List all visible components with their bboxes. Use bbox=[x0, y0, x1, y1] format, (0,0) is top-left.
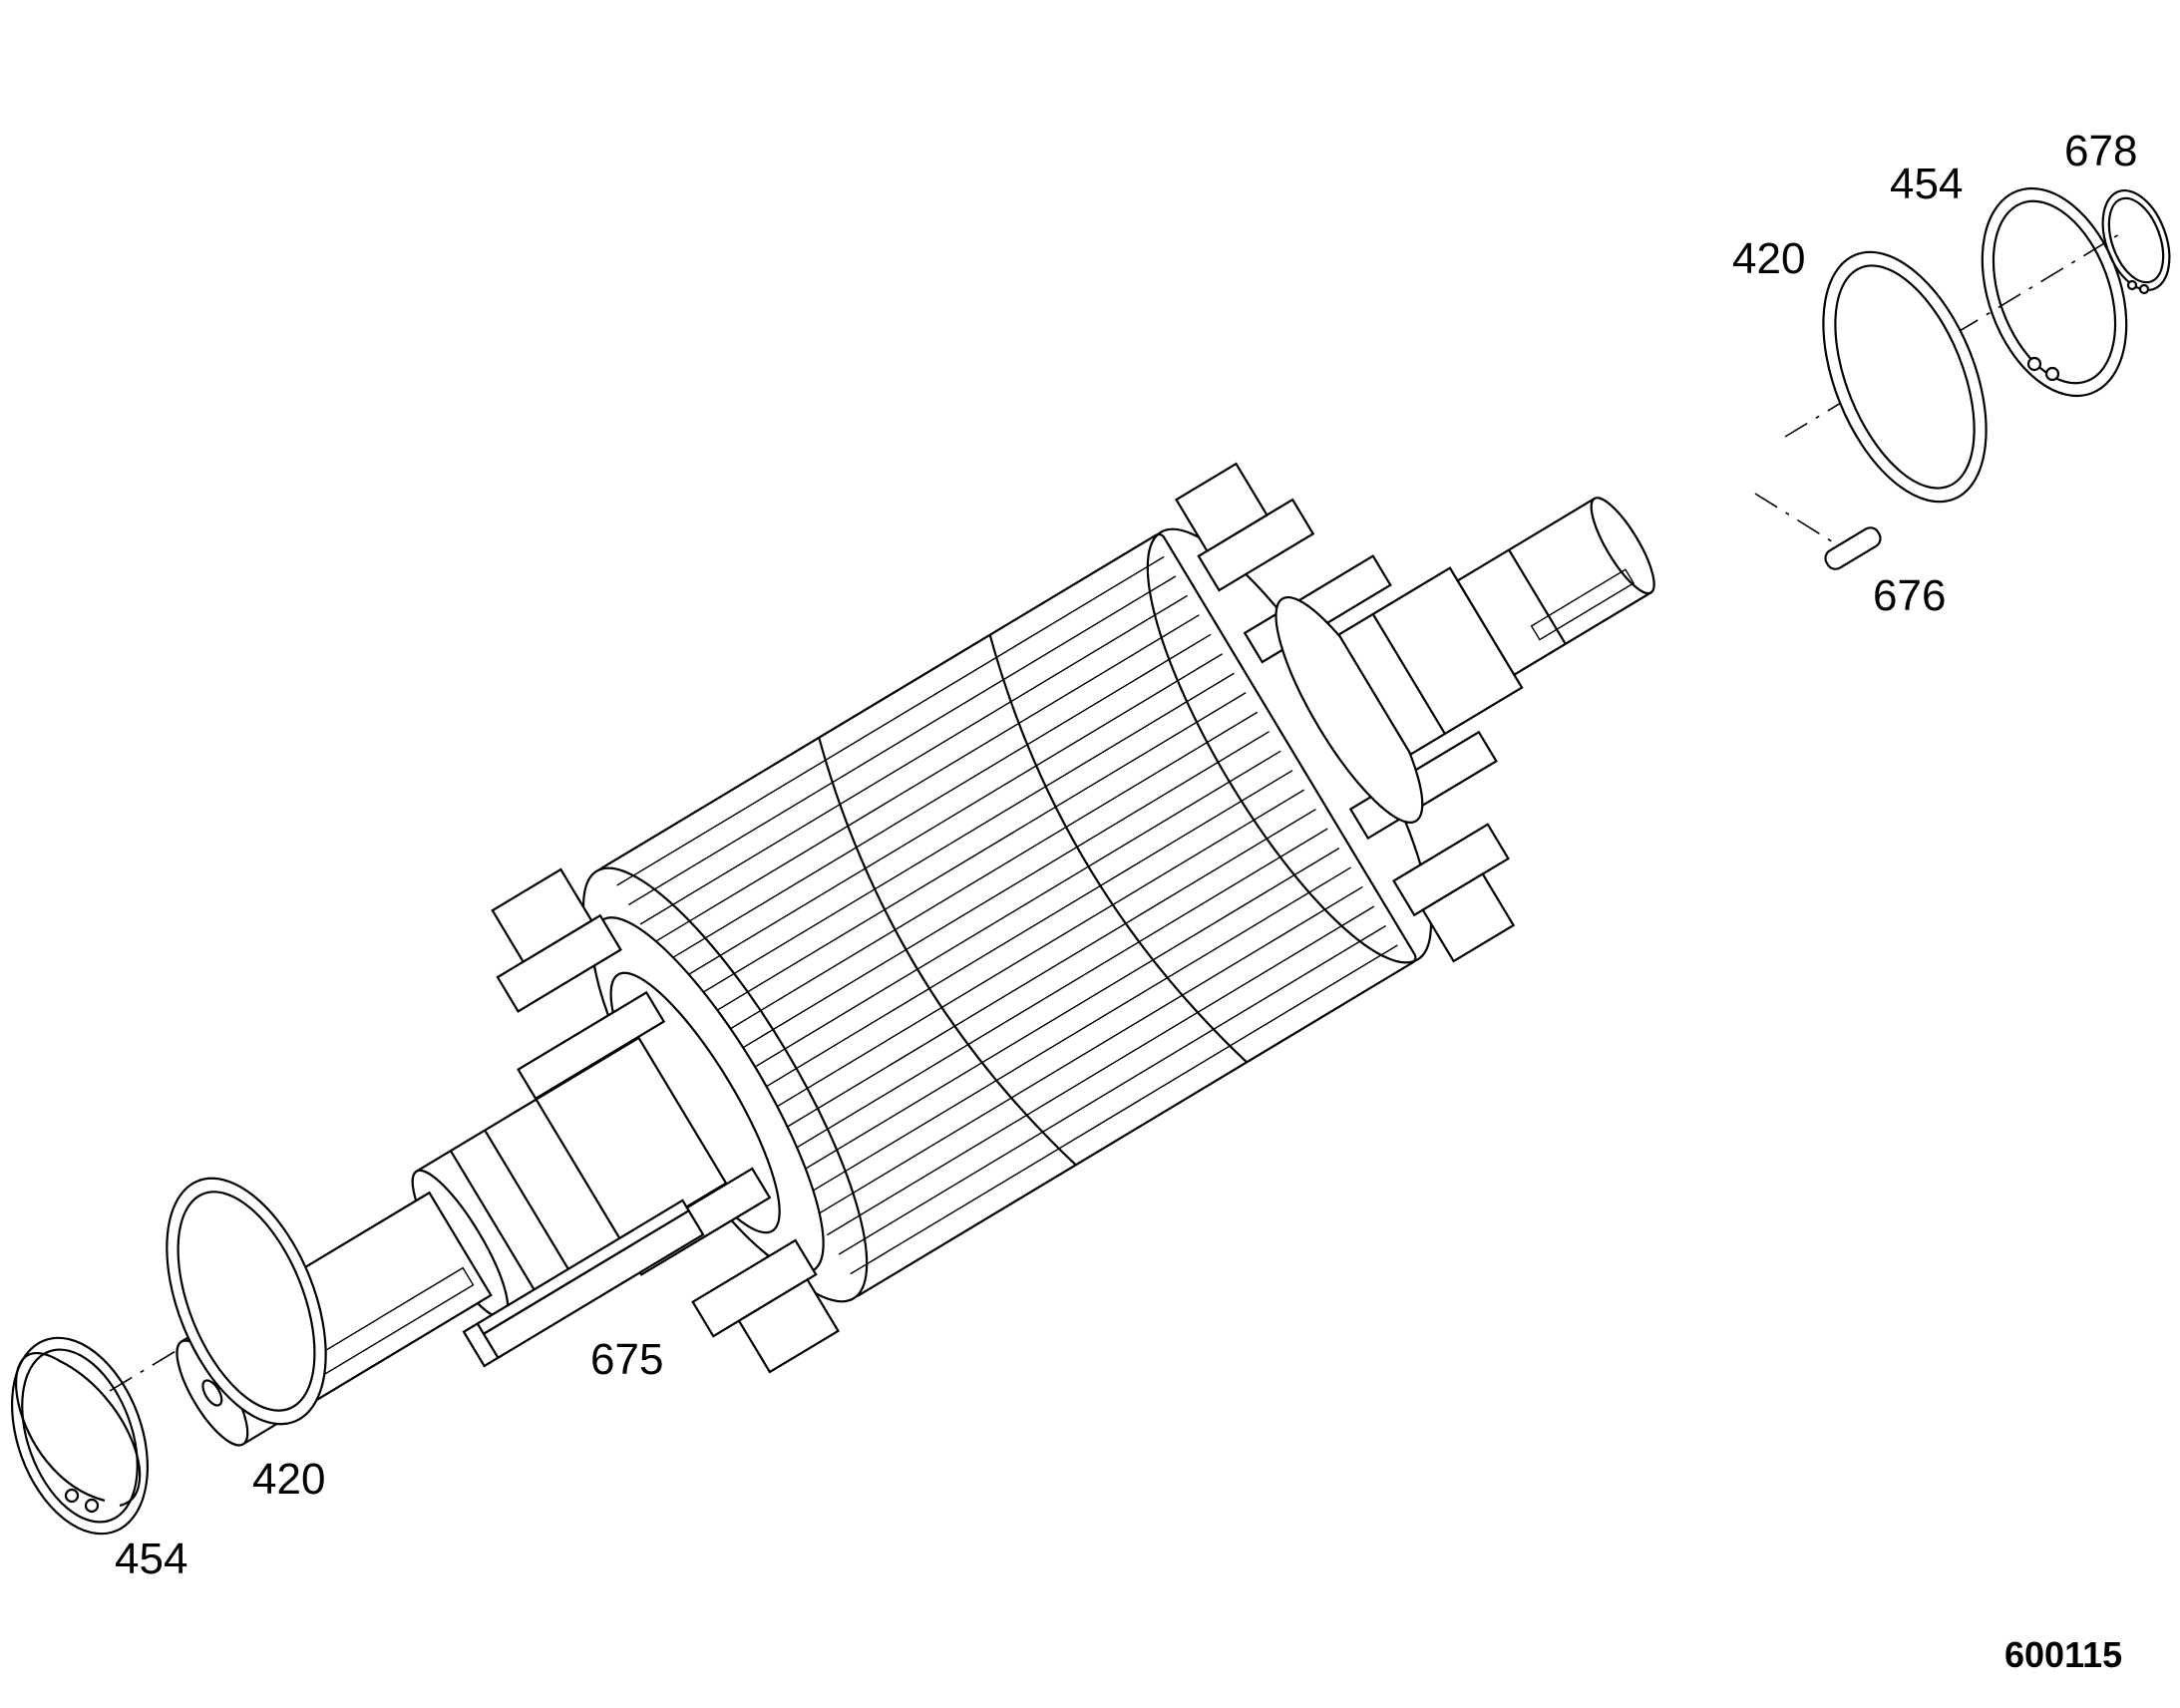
left-fan bbox=[491, 867, 840, 1374]
core-slot-line bbox=[826, 905, 1375, 1236]
core-slot-line bbox=[627, 575, 1177, 906]
core-slot-line bbox=[756, 789, 1305, 1120]
core-slot-line bbox=[791, 847, 1340, 1178]
callout-420-left: 420 bbox=[252, 1455, 326, 1504]
right-shaft bbox=[1337, 497, 1655, 757]
core-slot-line bbox=[674, 653, 1224, 984]
core-slot-line bbox=[721, 731, 1270, 1061]
core-slot-line bbox=[733, 750, 1281, 1081]
core-slot-line bbox=[709, 711, 1259, 1042]
core-slot-line bbox=[745, 770, 1293, 1100]
rotor-assembly bbox=[176, 462, 1655, 1447]
core-slot-line bbox=[639, 594, 1189, 925]
washer-420-left bbox=[166, 1177, 327, 1426]
callout-454-right: 454 bbox=[1890, 160, 1964, 208]
callout-420-right: 420 bbox=[1732, 234, 1806, 283]
right-fan bbox=[1175, 462, 1516, 963]
core-slot-line bbox=[780, 828, 1328, 1159]
key-676-part bbox=[1824, 526, 1882, 570]
core-slot-line bbox=[698, 692, 1247, 1022]
washer-420-right bbox=[1822, 250, 1988, 504]
core-slot-line bbox=[815, 885, 1363, 1216]
core-slot-line bbox=[663, 633, 1212, 964]
callout-676: 676 bbox=[1873, 571, 1947, 620]
ring-454-left bbox=[10, 1336, 150, 1536]
core-slot-line bbox=[686, 672, 1235, 1003]
callout-678: 678 bbox=[2064, 127, 2138, 175]
key-675-part bbox=[462, 1198, 705, 1368]
ring-678 bbox=[2101, 188, 2171, 295]
core-slot-line bbox=[850, 944, 1398, 1275]
callout-675: 675 bbox=[590, 1335, 664, 1384]
core-slot-line bbox=[768, 809, 1316, 1139]
core-slot-line bbox=[803, 866, 1351, 1197]
ring-454-right bbox=[1981, 186, 2128, 398]
core-slot-line bbox=[838, 924, 1387, 1255]
core-slot-line bbox=[616, 555, 1165, 886]
drawing-number: 600115 bbox=[2004, 1634, 2123, 1675]
callout-454-left: 454 bbox=[115, 1535, 188, 1583]
core-slot-line bbox=[651, 614, 1200, 945]
